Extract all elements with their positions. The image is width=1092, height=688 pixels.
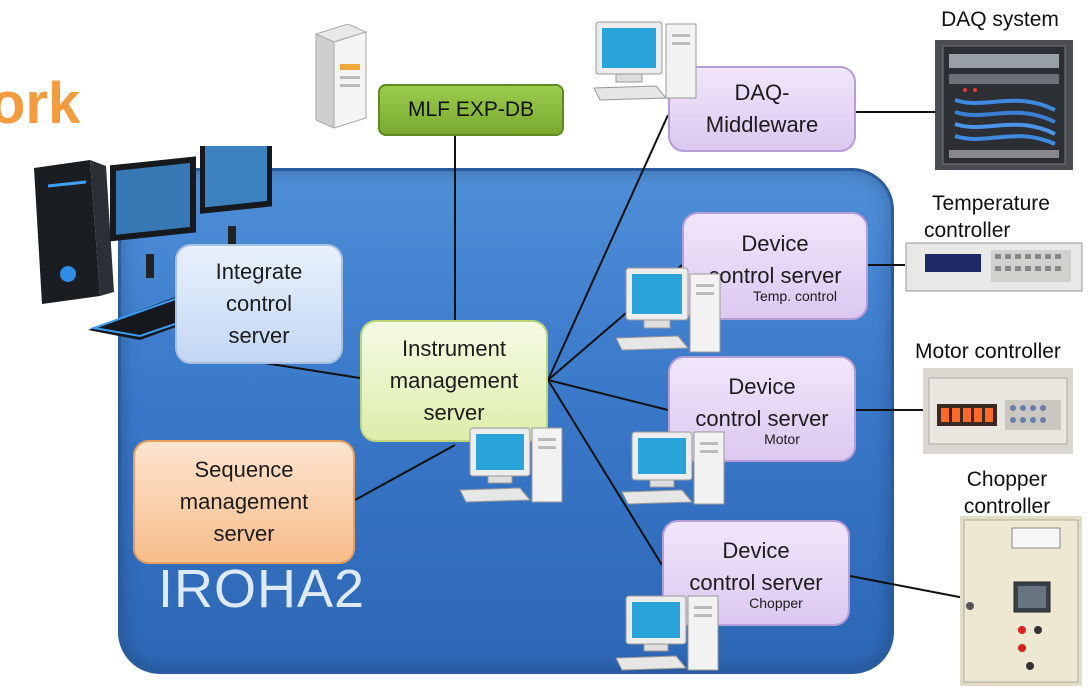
chopper-line2: controller <box>963 495 1051 518</box>
sequence-line1: Sequence <box>194 457 294 482</box>
chopper-controller-label: Chopper controller <box>932 466 1082 520</box>
title-fragment: ork <box>0 71 81 136</box>
device-temp-line2: control server <box>708 263 842 288</box>
device-control-server-temp-node: Device control server Temp. control <box>682 212 868 320</box>
integrate-line2: control <box>225 291 293 316</box>
sequence-line3: server <box>213 521 275 546</box>
motor-controller-photo <box>923 368 1073 454</box>
desktop-pc-icon <box>615 267 721 353</box>
sequence-line2: management <box>179 489 309 514</box>
instrument-line3: server <box>423 400 485 425</box>
link-instrument-daq <box>547 114 669 381</box>
link-instrument-motor <box>547 379 669 411</box>
server-tower-icon <box>314 24 368 129</box>
sequence-management-server-node: Sequence management server <box>133 440 355 564</box>
link-sequence-instrument <box>354 444 456 501</box>
temperature-line2: controller <box>924 219 1011 242</box>
instrument-line2: management <box>389 368 519 393</box>
device-temp-line1: Device <box>741 231 809 256</box>
integrate-line3: server <box>228 323 290 348</box>
desktop-pc-icon <box>593 21 697 101</box>
chopper-controller-photo <box>960 516 1082 686</box>
device-chopper-sub: Chopper <box>749 595 803 611</box>
motor-controller-label: Motor controller <box>915 340 1061 363</box>
device-motor-sub: Motor <box>764 431 800 447</box>
device-temp-sub: Temp. control <box>752 288 838 304</box>
device-chopper-line1: Device <box>722 538 790 563</box>
database-node: MLF EXP-DB <box>378 84 564 136</box>
desktop-pc-icon <box>459 427 563 503</box>
daq-middleware-line1: DAQ- <box>734 80 790 105</box>
desktop-pc-icon <box>621 431 725 505</box>
temperature-line1: Temperature <box>932 192 1050 215</box>
daq-system-photo <box>935 40 1073 170</box>
desktop-pc-icon <box>615 595 719 671</box>
device-chopper-line2: control server <box>689 570 823 595</box>
iroha2-label: IROHA2 <box>158 559 366 619</box>
daq-system-label: DAQ system <box>941 8 1059 31</box>
temperature-controller-label: Temperature controller <box>906 190 1076 244</box>
link-chopper-device <box>849 575 976 601</box>
daq-middleware-line2: Middleware <box>705 112 819 137</box>
integrate-line1: Integrate <box>215 259 303 284</box>
daq-middleware-node: DAQ- Middleware <box>668 66 856 152</box>
link-instrument-chopper <box>547 379 663 566</box>
instrument-line1: Instrument <box>402 336 506 361</box>
device-motor-line2: control server <box>695 406 829 431</box>
temperature-controller-photo <box>905 242 1083 292</box>
chopper-line1: Chopper <box>966 468 1048 491</box>
device-motor-line1: Device <box>728 374 796 399</box>
integrate-control-server-node: Integrate control server <box>175 244 343 364</box>
instrument-management-server-node: Instrument management server <box>360 320 548 442</box>
link-integrate-instrument <box>257 361 361 379</box>
